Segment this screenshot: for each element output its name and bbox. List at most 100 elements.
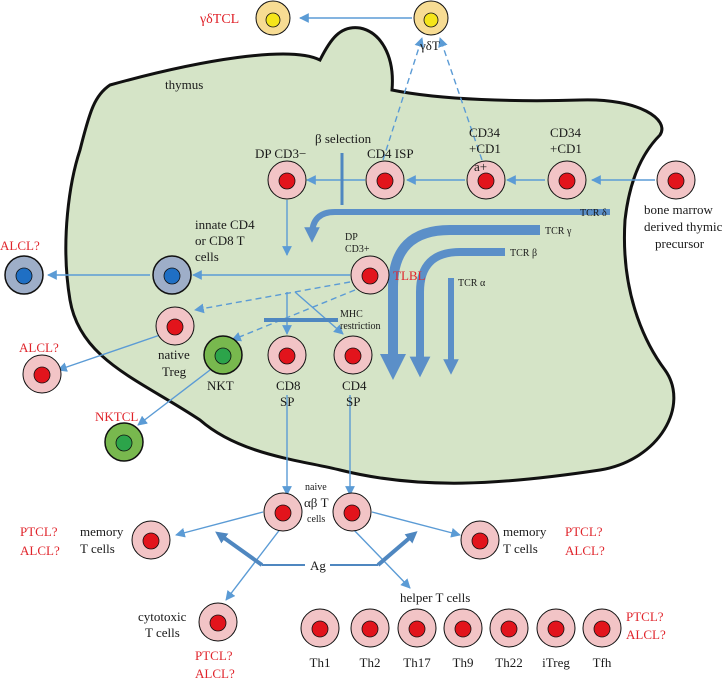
tcr-delta-arrow	[304, 209, 610, 243]
label-cd4-sp-line1: CD4	[342, 378, 367, 393]
label-alcl-right: ALCL?	[565, 543, 605, 558]
cell-helper-th2: Th2	[350, 608, 390, 670]
cell-innate	[152, 255, 192, 295]
cell-helper-itreg: iTreg	[536, 608, 576, 670]
cell-helper-tfh: Tfh	[582, 608, 622, 670]
arrow-nkt-to-nktcl	[137, 369, 211, 426]
label-alcl-helper: ALCL?	[626, 627, 666, 642]
label-bm-line3: precursor	[655, 236, 705, 251]
label-mhc-line1: MHC	[340, 309, 363, 320]
label-tcr-beta: TCR β	[510, 248, 537, 259]
label-alcl-treg: ALCL?	[19, 340, 59, 355]
cell-dp-cd3-minus	[267, 160, 307, 200]
label-helper-th2: Th2	[360, 655, 381, 670]
label-nkt: NKT	[207, 378, 234, 393]
label-cd4-isp: CD4 ISP	[367, 146, 414, 161]
label-naive-line1: naive	[305, 482, 327, 493]
cell-tlbl	[350, 255, 390, 295]
label-cytotoxic-line2: T cells	[145, 625, 180, 640]
label-ag: Ag	[310, 558, 326, 573]
label-ptcl-right: PTCL?	[565, 524, 603, 539]
label-alcl-left: ALCL?	[20, 543, 60, 558]
label-bm-line2: derived thymic	[644, 219, 722, 234]
label-helper-th17: Th17	[403, 655, 431, 670]
label-helper-th9: Th9	[453, 655, 474, 670]
cell-cd4-sp	[333, 335, 373, 375]
arrow-naive-to-memory-left	[175, 511, 264, 538]
label-memory-right-line1: memory	[503, 524, 547, 539]
label-helper-tfh: Tfh	[593, 655, 612, 670]
arrow-tlbl-to-nkt	[231, 289, 356, 342]
helper-subsets-row: Th1 Th2 Th17 Th9 Th22 iTreg Tfh	[300, 608, 622, 670]
label-cd8-sp-line2: SP	[280, 394, 294, 409]
cell-cytotoxic	[198, 602, 238, 642]
cell-memory-right	[460, 520, 500, 560]
label-helper-itreg: iTreg	[542, 655, 570, 670]
label-naive-line3: cells	[307, 514, 325, 525]
thymus-region	[64, 26, 676, 485]
label-tlbl: TLBL	[393, 268, 426, 283]
arrow-naive-to-memory-right	[371, 511, 461, 538]
label-innate-line1: innate CD4	[195, 217, 255, 232]
arrow-tlbl-to-treg	[194, 281, 351, 314]
cell-helper-th9: Th9	[443, 608, 483, 670]
label-cd8-sp-line1: CD8	[276, 378, 301, 393]
label-innate-line2: or CD8 T	[195, 233, 245, 248]
label-cd34-cd1a-line1: CD34	[469, 125, 501, 140]
label-ptcl-left: PTCL?	[20, 524, 58, 539]
label-beta-selection: β selection	[315, 131, 372, 146]
label-alcl-innate: ALCL?	[0, 238, 40, 253]
arrow-cd34cd1a-to-gdt	[438, 37, 483, 161]
tcr-beta-arrow	[409, 248, 505, 378]
label-native-treg-line1: native	[158, 347, 190, 362]
cell-nkt	[203, 335, 243, 375]
label-bm-line1: bone marrow	[644, 202, 714, 217]
label-cd34-cd1-line1: CD34	[550, 125, 582, 140]
label-naive-line2: αβ T	[304, 495, 329, 510]
label-helper: helper T cells	[400, 590, 470, 605]
label-gdtcl: γδTCL	[199, 12, 239, 27]
label-gdt: γδT	[419, 38, 440, 53]
ag-arrow-right	[376, 531, 418, 567]
cell-cd4-isp	[365, 160, 405, 200]
cell-alcl-treg	[22, 354, 62, 394]
label-mhc-line2: restriction	[340, 321, 381, 332]
label-helper-th1: Th1	[310, 655, 331, 670]
label-dp-cd3-plus-line1: DP	[345, 232, 358, 243]
label-tcr-delta: TCR δ	[580, 208, 607, 219]
label-ptcl-helper: PTCL?	[626, 609, 664, 624]
label-ptcl-cyto: PTCL?	[195, 648, 233, 663]
cell-memory-left	[131, 520, 171, 560]
cell-helper-th17: Th17	[397, 608, 437, 670]
label-thymus: thymus	[165, 77, 203, 92]
cell-naive-cd4	[332, 492, 372, 532]
cell-gdt	[413, 0, 449, 36]
label-cytotoxic-line1: cytotoxic	[138, 609, 187, 624]
cell-cd34-cd1	[547, 160, 587, 200]
cell-helper-th22: Th22	[489, 608, 529, 670]
cell-helper-th1: Th1	[300, 608, 340, 670]
tcr-gamma-arrow	[380, 225, 540, 380]
label-memory-right-line2: T cells	[503, 541, 538, 556]
arrow-treg-to-alcl	[57, 334, 161, 372]
cell-alcl-innate	[4, 255, 44, 295]
label-tcr-gamma: TCR γ	[545, 226, 572, 237]
cell-bm-precursor	[656, 160, 696, 200]
label-dp-cd3-plus-line2: CD3+	[345, 244, 370, 255]
label-tcr-alpha: TCR α	[458, 278, 486, 289]
label-dp-cd3-minus: DP CD3−	[255, 146, 306, 161]
label-alcl-cyto: ALCL?	[195, 666, 235, 681]
ag-arrow-left	[215, 531, 264, 567]
cell-native-treg	[155, 306, 195, 346]
label-helper-th22: Th22	[495, 655, 522, 670]
label-cd34-cd1a-line2: +CD1	[469, 141, 501, 156]
cell-nktcl	[104, 422, 144, 462]
arrow-naive-to-cytotoxic	[225, 527, 282, 601]
arrow-tlbl-to-cd4sp	[294, 291, 344, 335]
cell-cd8-sp	[267, 335, 307, 375]
cell-cd34-cd1a	[466, 160, 506, 200]
label-innate-line3: cells	[195, 249, 219, 264]
label-memory-left-line1: memory	[80, 524, 124, 539]
label-native-treg-line2: Treg	[162, 364, 187, 379]
